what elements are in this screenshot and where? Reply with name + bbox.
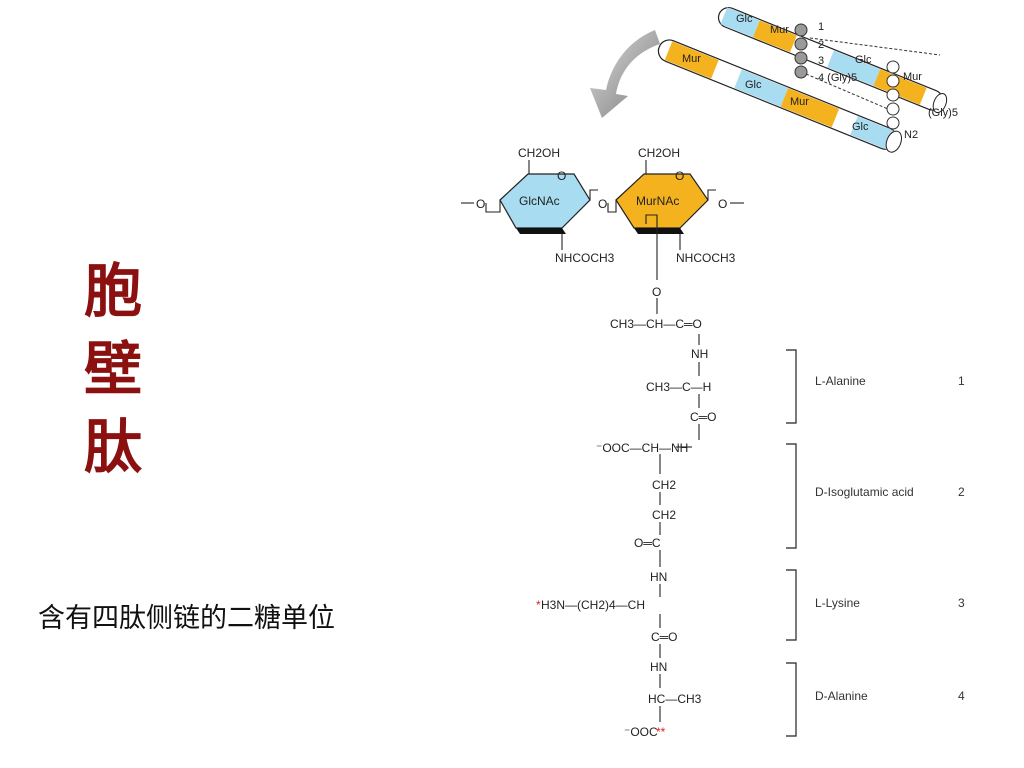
residue-label-1: L-Alanine	[815, 374, 866, 388]
sugar-glcnac-label: GlcNAc	[519, 194, 560, 208]
marker-single: *	[536, 598, 541, 612]
bead-number-3: 3	[818, 55, 824, 67]
cyl-label-glc-1: Glc	[736, 13, 753, 25]
cyl-label-glc-2: Glc	[855, 54, 872, 66]
glycosidic-bonds	[461, 160, 744, 314]
ring-oxygen-mid: O	[598, 197, 607, 211]
curved-arrow-icon	[590, 30, 660, 118]
title-char-2: 壁	[84, 335, 143, 403]
ring-oxygen-glcnac: O	[557, 169, 566, 183]
bead-number-2: 2	[818, 39, 824, 51]
marker-double: **	[656, 725, 666, 739]
cyl-label-mur-2: Mur	[903, 71, 922, 83]
residue-label-2: D-Isoglutamic acid	[815, 485, 914, 499]
glcnac-top-group: CH2OH	[518, 146, 560, 160]
lactyl-group: CH3—CH—C═O	[610, 317, 702, 331]
glycan-strands	[657, 7, 948, 153]
ether-oxygen: O	[652, 285, 661, 299]
residue-number-3: 3	[958, 596, 965, 610]
ring-oxygen-left: O	[476, 197, 485, 211]
residue-number-2: 2	[958, 485, 965, 499]
residue-label-3: L-Lysine	[815, 596, 860, 610]
hn-1: HN	[650, 570, 667, 584]
residue-number-1: 1	[958, 374, 965, 388]
ring-oxygen-murnac: O	[675, 169, 684, 183]
peptide-beads	[794, 23, 941, 130]
bead-number-1: 1	[818, 21, 824, 33]
cyl-label-mur-3: Mur	[682, 53, 701, 65]
peptide-backbone	[659, 334, 700, 722]
ring-oxygen-right: O	[718, 197, 727, 211]
residue-number-4: 4	[958, 689, 965, 703]
carbonyl-1: C═O	[690, 410, 717, 424]
cyl-label-glc-4: Glc	[852, 121, 869, 133]
isoglu-alpha: ⁻OOC—CH—NH	[596, 441, 688, 455]
cyl-label-glc-3: Glc	[745, 79, 762, 91]
caption: 含有四肽侧链的二糖单位	[38, 603, 335, 634]
residue-brackets	[786, 349, 797, 737]
sugar-murnac-label: MurNAc	[636, 194, 679, 208]
hn-2: HN	[650, 660, 667, 674]
ch2-1: CH2	[652, 478, 676, 492]
title-char-3: 肽	[84, 413, 143, 481]
peptide-chemistry: CH3—CH—C═O NH CH3—C—H C═O ⁻OOC—CH—NH CH2…	[536, 317, 717, 739]
bead-number-4: 4 (Gly)5	[818, 72, 857, 84]
lys-sidechain: H3N—(CH2)4—CH	[541, 598, 645, 612]
terminal-label: N2	[904, 129, 918, 141]
ala1-sidechain: CH3—C—H	[646, 380, 711, 394]
bridge-label: (Gly)5	[928, 107, 958, 119]
residue-label-4: D-Alanine	[815, 689, 868, 703]
carboxyl-terminal: ⁻OOC	[624, 725, 658, 739]
glcnac-bottom-group: NHCOCH3	[555, 251, 615, 265]
murnac-top-group: CH2OH	[638, 146, 680, 160]
ala4-sidechain: HC—CH3	[648, 692, 702, 706]
murnac-bottom-group: NHCOCH3	[676, 251, 736, 265]
cyl-label-mur-1: Mur	[770, 24, 789, 36]
title-char-1: 胞	[84, 257, 143, 325]
ch2-2: CH2	[652, 508, 676, 522]
carbonyl-3: C═O	[651, 630, 678, 644]
cyl-label-mur-4: Mur	[790, 96, 809, 108]
carbonyl-2: O═C	[634, 536, 661, 550]
nh-1: NH	[691, 347, 708, 361]
